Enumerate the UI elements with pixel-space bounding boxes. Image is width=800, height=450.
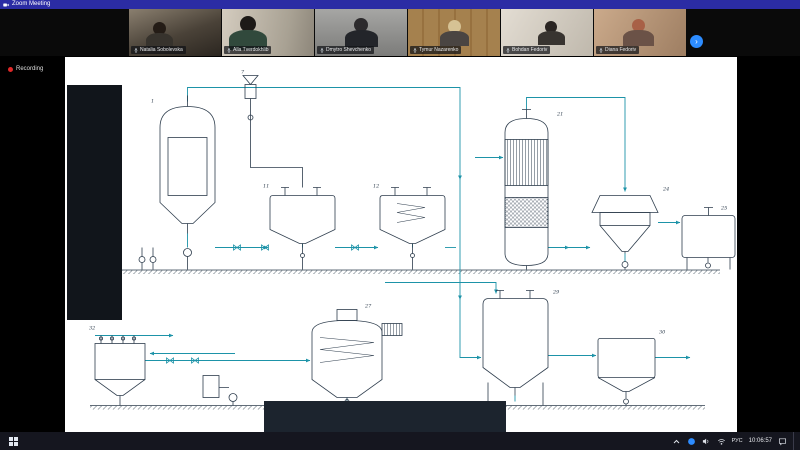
- windows-taskbar: РУС 10:06:57: [0, 432, 800, 450]
- participant-name: Alla Tverdokhlib: [233, 47, 269, 53]
- recording-label: Recording: [16, 66, 44, 72]
- bottom-tank: [482, 290, 549, 406]
- participant-nameplate: Dmytro Shevchenko: [317, 46, 375, 54]
- windows-logo-icon: [8, 436, 18, 446]
- tray-app-icon[interactable]: [687, 437, 696, 446]
- equipment-tags: 1 7 11 12 21 24 25 32 27 29 30: [89, 70, 727, 336]
- participant-tile[interactable]: Bohdan Fedoriv: [501, 9, 593, 56]
- svg-text:7: 7: [241, 70, 245, 76]
- svg-text:24: 24: [662, 187, 669, 193]
- participant-tile[interactable]: Diana Fedoriv: [594, 9, 686, 56]
- notification-center-icon[interactable]: [778, 437, 787, 446]
- svg-text:12: 12: [373, 184, 379, 190]
- shared-screen: 1 7 11 12 21 24 25 32 27 29 30: [65, 57, 737, 432]
- recording-dot-icon: [8, 66, 13, 72]
- svg-text:29: 29: [552, 290, 560, 296]
- discharge-vessel: [597, 338, 656, 406]
- mic-icon: [506, 47, 510, 53]
- window-title: Zoom Meeting: [12, 1, 51, 7]
- svg-text:30: 30: [659, 330, 666, 336]
- presenter-sidebar-dark: [67, 85, 122, 320]
- show-desktop-button[interactable]: [793, 432, 797, 450]
- ground-line-top: [120, 269, 720, 274]
- clock[interactable]: 10:06:57: [748, 438, 772, 444]
- participant-name: Dmytro Shevchenko: [326, 47, 372, 53]
- zoom-camera-icon: [3, 3, 9, 6]
- pump-unit: [202, 375, 238, 406]
- participant-tile[interactable]: Natalia Sobolevska: [129, 9, 221, 56]
- participant-nameplate: Tymur Nazarenko: [410, 46, 462, 54]
- piping: [95, 87, 691, 404]
- gallery-next-page-button[interactable]: ›: [690, 35, 703, 48]
- recording-indicator: Recording: [8, 66, 43, 72]
- svg-text:25: 25: [720, 206, 727, 212]
- speaker-icon[interactable]: [702, 437, 711, 446]
- start-button[interactable]: [0, 432, 26, 450]
- video-gallery-strip: Natalia Sobolevska Alla Tverdokhlib Dmyt…: [0, 9, 800, 56]
- storage-tank-1: [269, 187, 336, 270]
- mic-icon: [134, 47, 138, 53]
- participant-tiles: Natalia Sobolevska Alla Tverdokhlib Dmyt…: [129, 9, 686, 56]
- system-tray: РУС 10:06:57: [672, 432, 800, 450]
- svg-text:11: 11: [263, 184, 269, 190]
- cyclone-separator: [591, 195, 659, 270]
- storage-tank-2: [379, 187, 446, 270]
- zoom-titlebar[interactable]: Zoom Meeting: [0, 0, 800, 9]
- language-indicator[interactable]: РУС: [731, 438, 743, 444]
- participant-tile[interactable]: Alla Tverdokhlib: [222, 9, 314, 56]
- reactor-vessel: [138, 95, 216, 270]
- participant-name: Natalia Sobolevska: [140, 47, 183, 53]
- participant-nameplate: Alla Tverdokhlib: [224, 46, 272, 54]
- feed-hopper-apparatus: [242, 75, 303, 188]
- network-icon[interactable]: [717, 437, 726, 446]
- participant-name: Diana Fedoriv: [605, 47, 637, 53]
- svg-text:32: 32: [89, 326, 95, 332]
- process-flow-diagram: 1 7 11 12 21 24 25 32 27 29 30: [89, 70, 736, 410]
- participant-tile[interactable]: Dmytro Shevchenko: [315, 9, 407, 56]
- svg-text:21: 21: [556, 112, 563, 118]
- distillation-column: [504, 109, 549, 270]
- bag-filter: [94, 335, 146, 406]
- participant-nameplate: Bohdan Fedoriv: [503, 46, 551, 54]
- mic-icon: [227, 47, 231, 53]
- mic-icon: [413, 47, 417, 53]
- meeting-main-area: Recording: [0, 56, 800, 432]
- tray-chevron-up-icon[interactable]: [672, 437, 681, 446]
- participant-tile[interactable]: Tymur Nazarenko: [408, 9, 500, 56]
- svg-text:1: 1: [151, 99, 154, 105]
- participant-name: Tymur Nazarenko: [419, 47, 459, 53]
- bottom-dark-panel: [264, 401, 506, 432]
- participant-nameplate: Diana Fedoriv: [596, 46, 640, 54]
- mic-icon: [320, 47, 324, 53]
- svg-text:27: 27: [364, 304, 372, 310]
- participant-name: Bohdan Fedoriv: [512, 47, 548, 53]
- mixer-vessel: [311, 309, 403, 404]
- receiver-tank: [681, 207, 736, 270]
- mic-icon: [599, 47, 603, 53]
- participant-nameplate: Natalia Sobolevska: [131, 46, 186, 54]
